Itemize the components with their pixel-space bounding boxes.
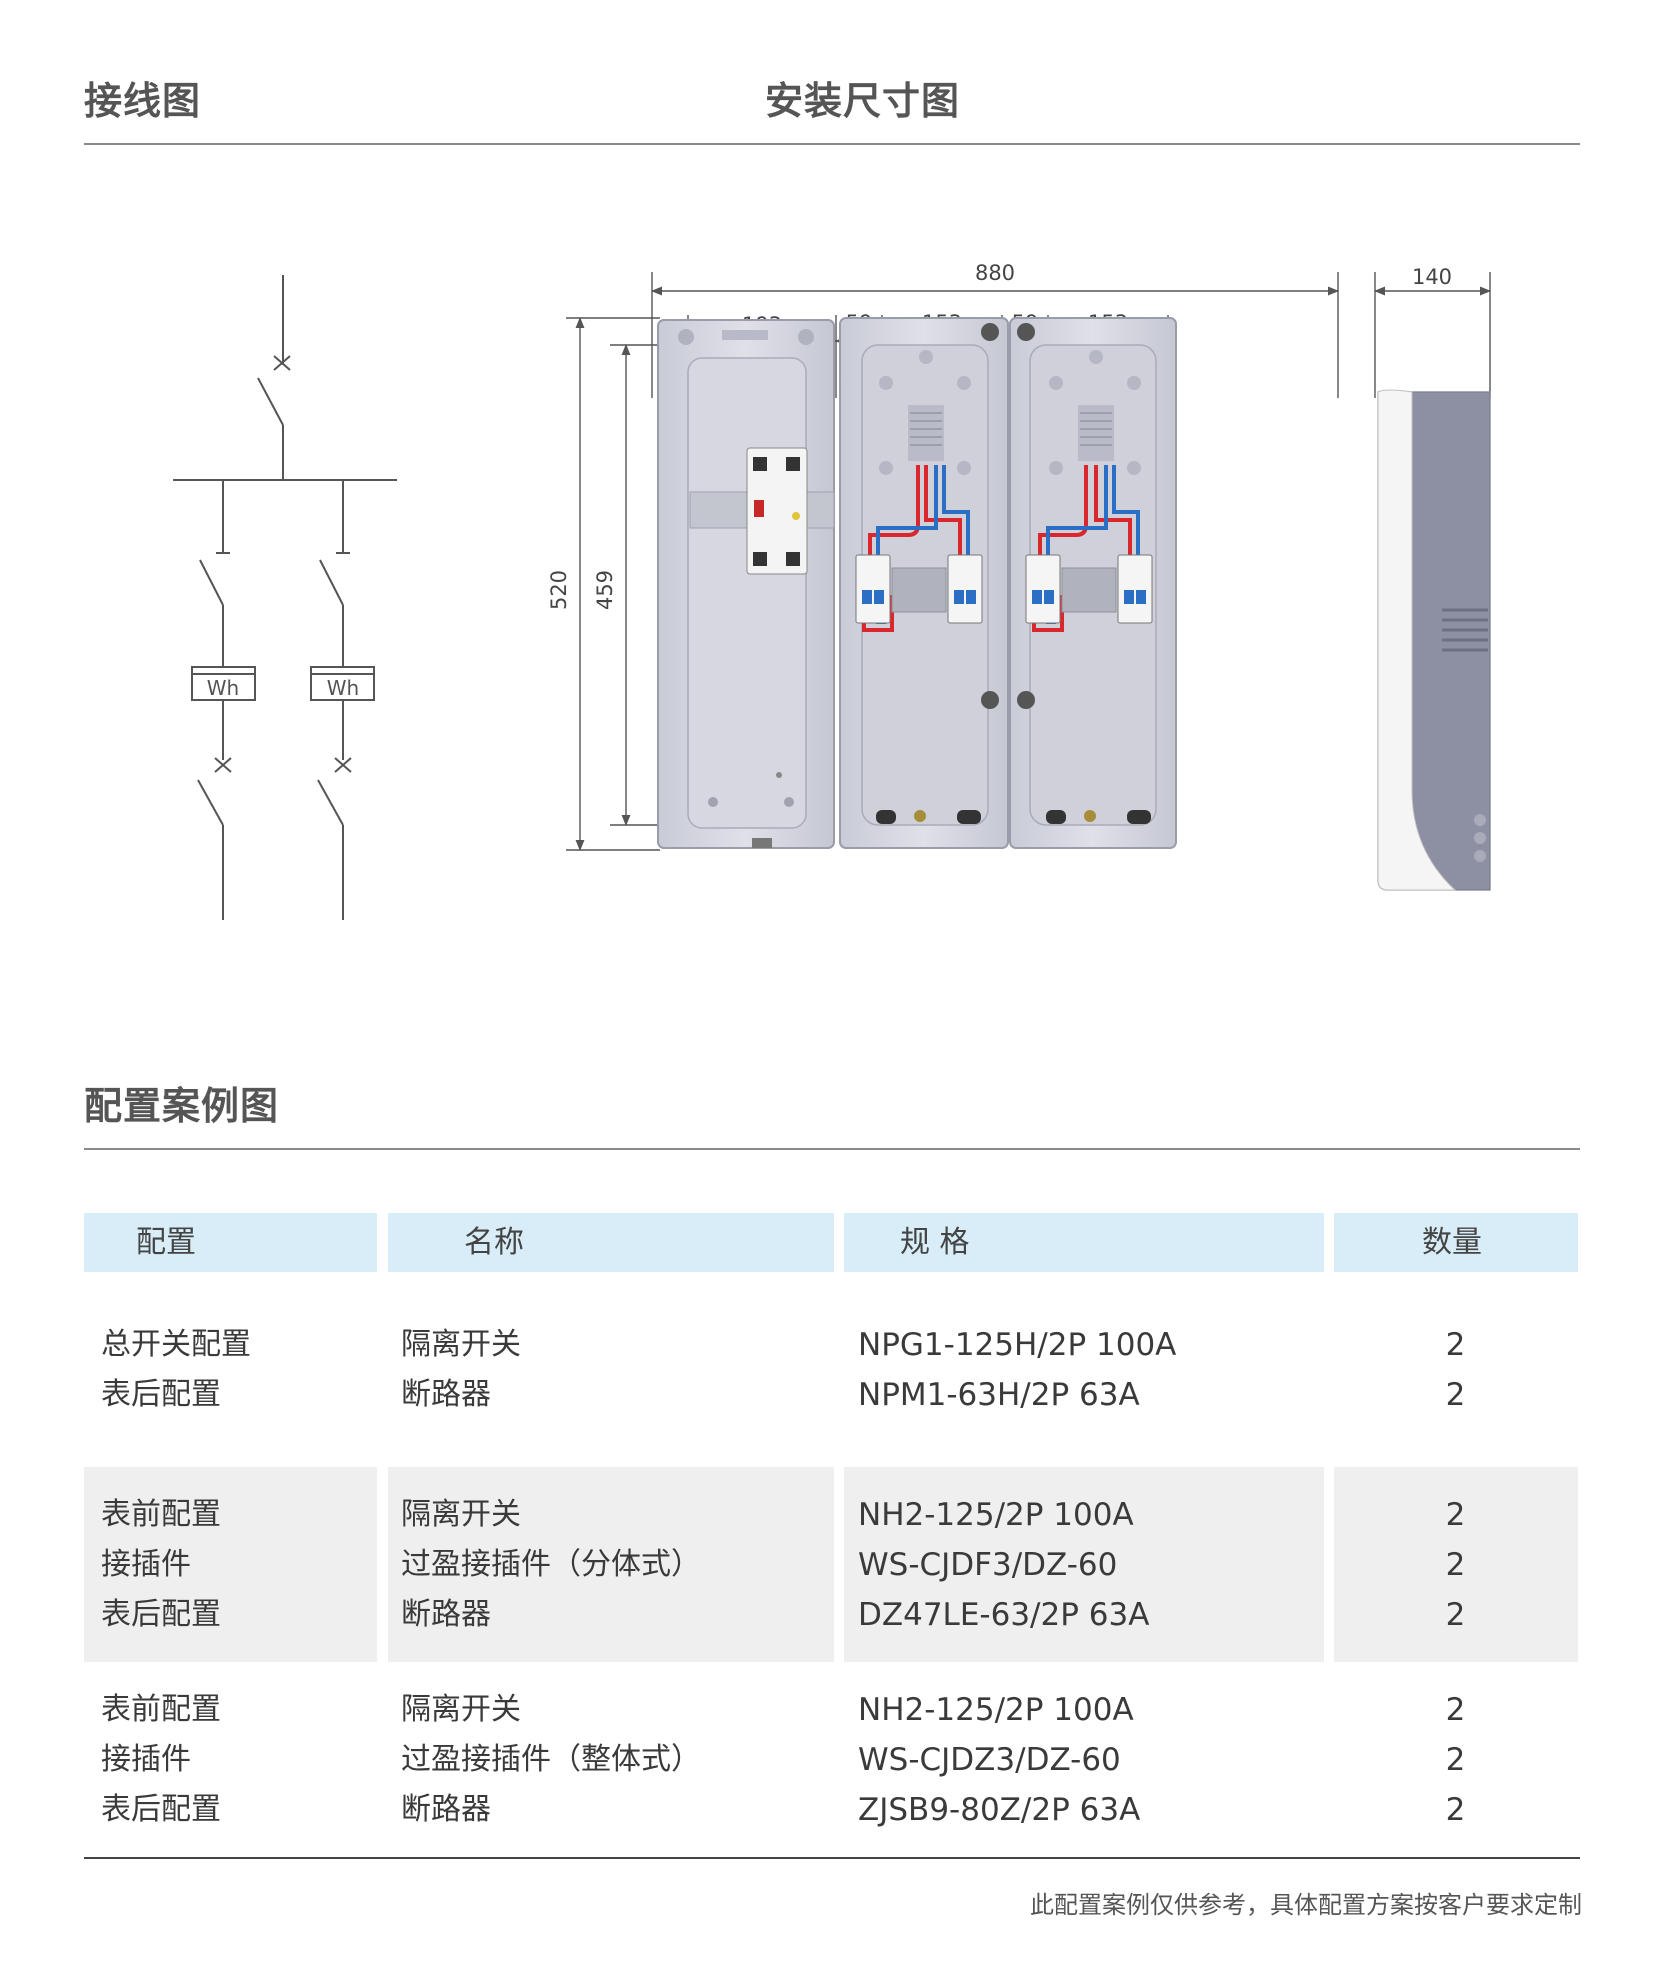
- table-cell-name: 隔离开关: [401, 1692, 521, 1727]
- table-cell-qty: 2: [1445, 1377, 1466, 1413]
- table-header-config: 配置: [84, 1213, 377, 1272]
- table-cell-config: 表后配置: [101, 1792, 221, 1827]
- wiring-diagram-title: 接线图: [84, 79, 202, 123]
- install-dimension-title: 安装尺寸图: [765, 79, 961, 123]
- table-cell-name: 隔离开关: [401, 1497, 521, 1532]
- table-header-qty: 数量: [1334, 1213, 1578, 1272]
- dim-height-inner: 459: [593, 570, 617, 610]
- table-cell-spec: NPM1-63H/2P 63A: [858, 1377, 1140, 1413]
- meter-label-right: Wh: [327, 676, 359, 700]
- table-cell-config: 总开关配置: [101, 1327, 251, 1362]
- header-spec-label: 规 格: [900, 1225, 970, 1260]
- table-cell-name: 断路器: [401, 1377, 491, 1412]
- side-view-enclosure: [1377, 389, 1491, 891]
- table-cell-name: 过盈接插件（分体式）: [401, 1547, 701, 1582]
- table-cell-config: 表前配置: [101, 1497, 221, 1532]
- top-divider: [84, 143, 1580, 145]
- header-config-label: 配置: [136, 1225, 196, 1260]
- table-cell-qty: 2: [1445, 1547, 1466, 1583]
- group-2-bg-qty: [1334, 1467, 1578, 1662]
- group-2-bg-config: [84, 1467, 377, 1662]
- table-cell-name: 过盈接插件（整体式）: [401, 1742, 701, 1777]
- table-cell-spec: NH2-125/2P 100A: [858, 1497, 1134, 1533]
- header-name-label: 名称: [464, 1225, 524, 1260]
- wiring-diagram: Wh Wh: [173, 275, 397, 920]
- group-2-bg-name: [388, 1467, 834, 1662]
- table-cell-config: 表后配置: [101, 1377, 221, 1412]
- table-cell-qty: 2: [1445, 1497, 1466, 1533]
- table-bottom-rule: [84, 1857, 1580, 1859]
- table-header-name: 名称: [388, 1213, 834, 1272]
- table-cell-qty: 2: [1445, 1692, 1466, 1728]
- table-cell-name: 隔离开关: [401, 1327, 521, 1362]
- table-cell-name: 断路器: [401, 1792, 491, 1827]
- table-cell-qty: 2: [1445, 1327, 1466, 1363]
- table-cell-qty: 2: [1445, 1792, 1466, 1828]
- config-divider: [84, 1148, 1580, 1150]
- table-cell-name: 断路器: [401, 1597, 491, 1632]
- table-cell-spec: WS-CJDF3/DZ-60: [858, 1547, 1118, 1583]
- dim-height-outer: 520: [547, 570, 571, 610]
- table-cell-config: 表后配置: [101, 1597, 221, 1632]
- group-2-bg-spec: [844, 1467, 1324, 1662]
- table-cell-spec: NPG1-125H/2P 100A: [858, 1327, 1177, 1363]
- table-header-spec: 规 格: [844, 1213, 1324, 1272]
- table-cell-qty: 2: [1445, 1597, 1466, 1633]
- dim-depth: 140: [1412, 265, 1452, 289]
- table-cell-config: 接插件: [101, 1742, 191, 1777]
- config-example-title: 配置案例图: [84, 1084, 280, 1128]
- meter-label-left: Wh: [207, 676, 239, 700]
- header-qty-label: 数量: [1422, 1225, 1482, 1260]
- meter-enclosure-1: [839, 317, 1009, 849]
- table-cell-spec: ZJSB9-80Z/2P 63A: [858, 1792, 1141, 1828]
- table-cell-config: 接插件: [101, 1547, 191, 1582]
- table-cell-spec: NH2-125/2P 100A: [858, 1692, 1134, 1728]
- config-footnote: 此配置案例仅供参考，具体配置方案按客户要求定制: [1030, 1891, 1582, 1919]
- table-cell-qty: 2: [1445, 1742, 1466, 1778]
- table-cell-spec: WS-CJDZ3/DZ-60: [858, 1742, 1121, 1778]
- table-cell-config: 表前配置: [101, 1692, 221, 1727]
- meter-enclosure-2: [1009, 317, 1177, 849]
- dim-total-width: 880: [975, 261, 1015, 285]
- installation-dimension-drawing: 880 193 59 153 59 153 140 520 459: [547, 261, 1492, 891]
- table-cell-spec: DZ47LE-63/2P 63A: [858, 1597, 1150, 1633]
- main-switch-enclosure: [657, 319, 835, 849]
